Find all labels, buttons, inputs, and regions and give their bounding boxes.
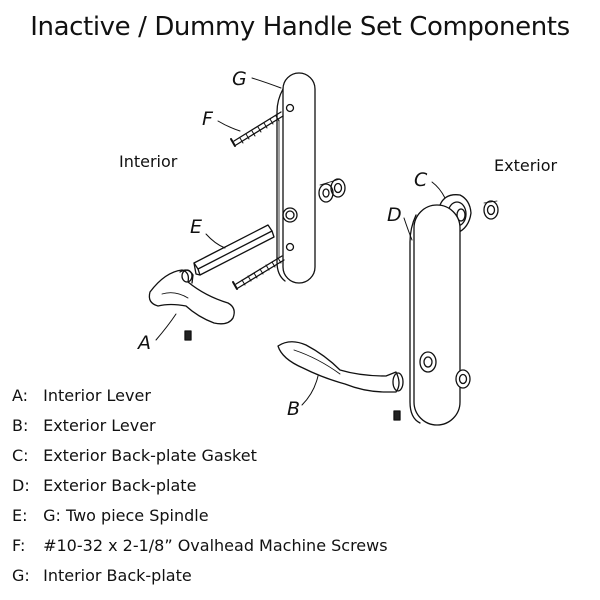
callout-b: B <box>287 398 301 420</box>
spindle <box>193 224 275 276</box>
exterior-backplate <box>409 204 461 426</box>
interior-washers <box>318 178 346 203</box>
legend-item: E: G: Two piece Spindle <box>12 503 388 533</box>
callout-a: A <box>138 332 151 354</box>
interior-lever <box>148 269 235 341</box>
legend-key: G: <box>12 566 30 585</box>
legend-item: B: Exterior Lever <box>12 413 388 443</box>
legend-text: G: Two piece Spindle <box>43 506 209 525</box>
machine-screw-top <box>230 111 284 147</box>
exterior-label: Exterior <box>494 156 558 175</box>
legend-item: D: Exterior Back-plate <box>12 473 388 503</box>
legend-text: Exterior Back-plate <box>43 476 197 495</box>
callout-g: G <box>232 68 247 90</box>
legend-key: F: <box>12 536 26 555</box>
interior-label: Interior <box>119 152 178 171</box>
callout-e: E <box>190 216 203 238</box>
machine-screw-bottom <box>232 255 285 290</box>
callout-f: F <box>202 108 213 130</box>
leader-lines <box>155 77 446 406</box>
interior-backplate <box>276 72 316 284</box>
page-title: Inactive / Dummy Handle Set Components <box>30 12 570 42</box>
legend-item: G: Interior Back-plate <box>12 563 388 593</box>
legend-key: A: <box>12 386 29 405</box>
exterior-lever <box>277 341 404 421</box>
legend-item: F: #10-32 x 2-1/8” Ovalhead Machine Scre… <box>12 533 388 563</box>
legend-text: Exterior Lever <box>43 416 156 435</box>
legend-text: Interior Back-plate <box>43 566 192 585</box>
legend-item: A: Interior Lever <box>12 383 388 413</box>
legend-text: Interior Lever <box>43 386 151 405</box>
exterior-washer <box>455 369 471 389</box>
legend-key: B: <box>12 416 29 435</box>
callout-c: C <box>414 169 428 191</box>
legend-text: Exterior Back-plate Gasket <box>43 446 257 465</box>
legend-item: C: Exterior Back-plate Gasket <box>12 443 388 473</box>
legend-text: #10-32 x 2-1/8” Ovalhead Machine Screws <box>43 536 388 555</box>
component-legend: A: Interior Lever B: Exterior Lever C: E… <box>12 383 388 593</box>
legend-key: D: <box>12 476 30 495</box>
callout-d: D <box>387 204 402 226</box>
legend-key: E: <box>12 506 28 525</box>
legend-key: C: <box>12 446 29 465</box>
